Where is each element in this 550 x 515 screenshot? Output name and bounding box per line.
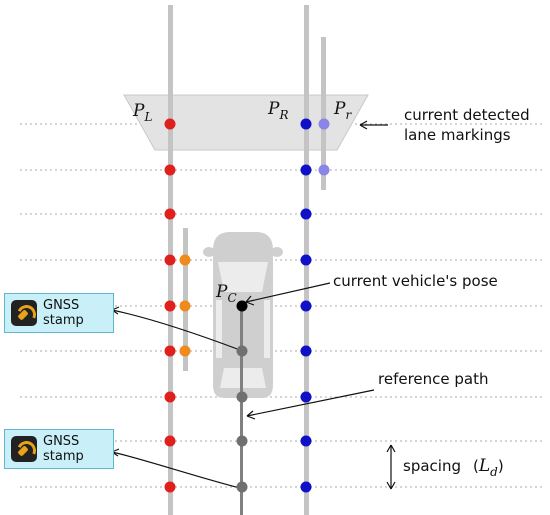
vehicle-pose-point bbox=[236, 300, 248, 312]
reference-path-point bbox=[236, 435, 248, 447]
left-lane-marker bbox=[164, 300, 176, 312]
reference-path-line bbox=[240, 306, 243, 515]
gnss-app-icon bbox=[11, 436, 37, 462]
detected-lane-label-line1: current detected bbox=[404, 106, 530, 124]
left-lane-marker bbox=[164, 435, 176, 447]
reference-path-point bbox=[236, 345, 248, 357]
detected-right-lane-segment bbox=[321, 37, 326, 190]
detection-area bbox=[123, 94, 369, 151]
left-lane-marker bbox=[164, 345, 176, 357]
left-lane-marker bbox=[164, 481, 176, 493]
right-lane-marker bbox=[300, 345, 312, 357]
gnss-stamp-bottom: GNSS stamp bbox=[4, 429, 114, 469]
lane-markers bbox=[164, 118, 330, 493]
left-lane-marker bbox=[164, 164, 176, 176]
right-lane-marker bbox=[300, 118, 312, 130]
gnss-stamp-top: GNSS stamp bbox=[4, 293, 114, 333]
right-lane-marker bbox=[300, 435, 312, 447]
detected-lane-label-line2: lane markings bbox=[404, 126, 511, 144]
label-pc: PC bbox=[215, 282, 237, 305]
gnss-stamp-subtitle: stamp bbox=[43, 449, 84, 464]
left-lane-marker bbox=[164, 118, 176, 130]
left-lane-marker bbox=[164, 254, 176, 266]
orange-lane-segment bbox=[183, 228, 188, 371]
right-lane-marker bbox=[300, 254, 312, 266]
gnss-app-icon bbox=[11, 300, 37, 326]
reference-path-point bbox=[236, 481, 248, 493]
label-pl: PL bbox=[132, 101, 152, 124]
label-pr-detected: Pr bbox=[333, 99, 352, 122]
orange-lane-marker bbox=[179, 345, 191, 357]
reference-path-label: reference path bbox=[378, 370, 489, 388]
annotation-arrows bbox=[111, 120, 396, 490]
reference-path-point bbox=[236, 391, 248, 403]
left-lane-marker bbox=[164, 208, 176, 220]
gnss-stamp-title: GNSS bbox=[43, 298, 80, 313]
detected-lane-marker bbox=[318, 164, 330, 176]
right-lane-marker bbox=[300, 391, 312, 403]
left-lane-marker bbox=[164, 391, 176, 403]
vehicle-windows bbox=[216, 262, 270, 388]
spacing-label: spacing(Ld) bbox=[403, 456, 504, 479]
gnss-stamp-subtitle: stamp bbox=[43, 313, 84, 328]
orange-lane-marker bbox=[179, 300, 191, 312]
gnss-stamp-title: GNSS bbox=[43, 434, 80, 449]
right-lane-marker bbox=[300, 300, 312, 312]
vehicle-pose-label: current vehicle's pose bbox=[333, 272, 498, 290]
label-pr: PR bbox=[267, 99, 289, 122]
right-lane-marker bbox=[300, 481, 312, 493]
right-lane-marker bbox=[300, 164, 312, 176]
detected-lane-marker bbox=[318, 118, 330, 130]
right-lane-marker bbox=[300, 208, 312, 220]
orange-lane-marker bbox=[179, 254, 191, 266]
